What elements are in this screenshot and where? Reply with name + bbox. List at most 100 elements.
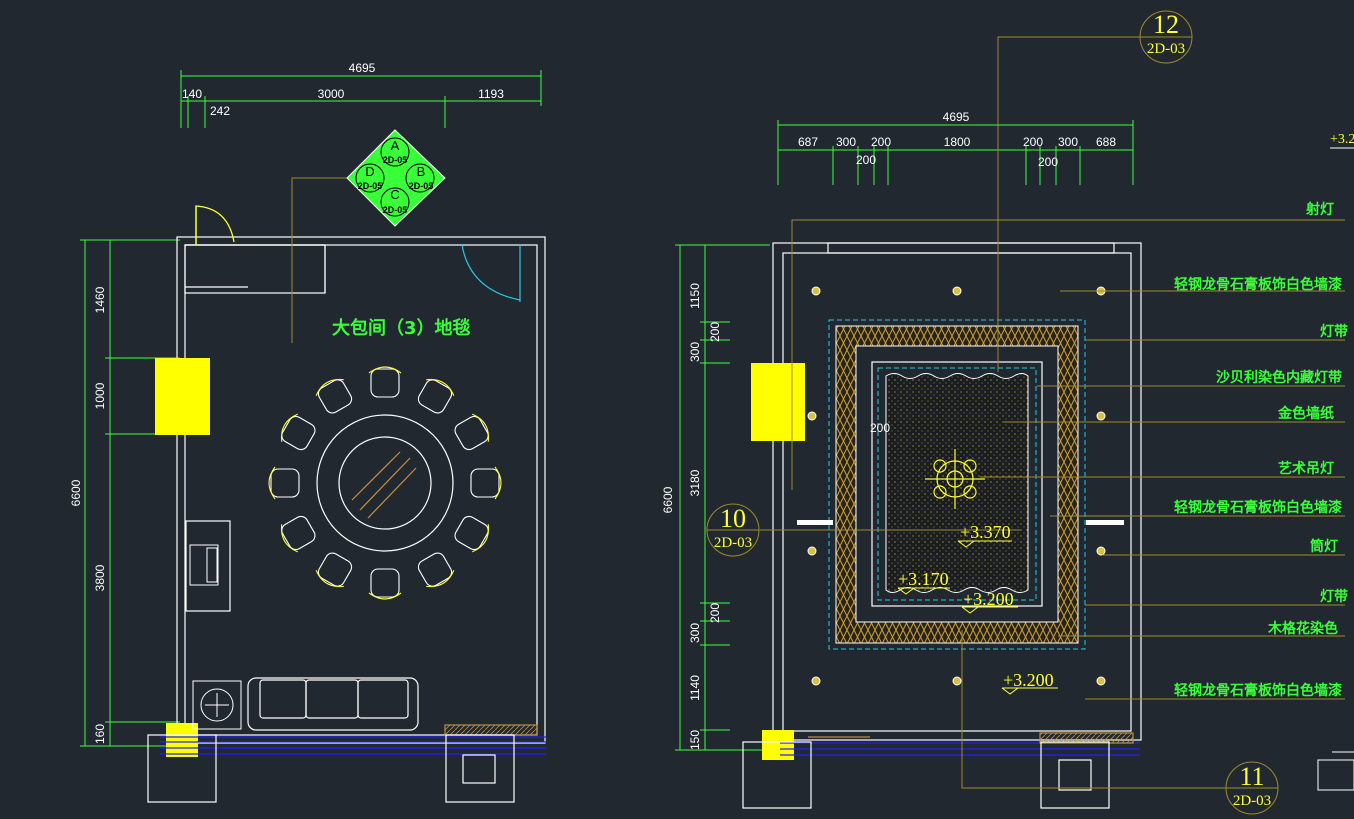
downlight-icon [1096, 411, 1106, 421]
plan-chairs [268, 366, 502, 600]
bubble-12-num: 12 [1153, 10, 1179, 39]
floor-plan [80, 70, 546, 803]
downlight-icon [1096, 546, 1106, 556]
index-d: D [365, 164, 374, 179]
plan-dim-4: 1193 [478, 87, 504, 101]
downlight-icon [807, 546, 817, 556]
plan-dim-2: 242 [210, 104, 230, 118]
ceiling-plan [675, 10, 1354, 815]
downlight-icon [952, 286, 962, 296]
plan-dim-left-4: 160 [93, 724, 107, 744]
plan-dim-1: 140 [182, 87, 202, 101]
chair [268, 466, 300, 500]
chair [417, 378, 455, 414]
ceiling-lightstrip-inner [877, 367, 1037, 601]
plan-dim-left-3: 3800 [93, 564, 107, 591]
index-ref-c: 2D-05 [383, 205, 408, 215]
ceiling-dim-left-5: 200 [708, 603, 722, 623]
ceiling-column [751, 363, 805, 441]
ceiling-dim-total: 4695 [943, 110, 970, 124]
plan-door-right [461, 244, 521, 301]
plan-dining-table [316, 414, 454, 552]
chair [315, 552, 353, 588]
ceiling-dim-left-8: 150 [688, 730, 702, 750]
ceiling-dim-left-7: 1140 [688, 675, 702, 701]
index-ref-a: 2D-05 [383, 155, 408, 165]
callout-lightstrip-1: 灯带 [1320, 323, 1348, 340]
index-c: C [390, 187, 399, 202]
ceiling-dim-left-6: 300 [688, 623, 702, 643]
ceiling-dim-7: 300 [1058, 135, 1078, 149]
callout-lightstrip-2: 灯带 [1320, 588, 1348, 605]
ceiling-dim-6: 200 [1023, 135, 1043, 149]
chair [315, 378, 353, 414]
ceiling-dim-4: 200 [856, 153, 876, 167]
downlight-icon [811, 676, 821, 686]
plan-sideboard [189, 544, 219, 586]
level-4: +3.200 [1003, 670, 1054, 690]
ceiling-window-band [742, 732, 1140, 809]
plan-dim-left-total: 6600 [69, 479, 83, 506]
room-label: 大包间（3）地毯 [332, 317, 471, 339]
callout-gypsum-3: 轻钢龙骨石膏板饰白色墙漆 [1174, 682, 1342, 699]
bubble-11-ref: 2D-03 [1233, 793, 1271, 809]
level-2: +3.170 [898, 569, 949, 589]
level-3: +3.200 [963, 589, 1014, 609]
plan-door-left [195, 205, 235, 245]
plan-walls [176, 236, 546, 744]
chair [280, 413, 316, 451]
level-edge: +3.2 [1330, 132, 1354, 147]
ceiling-dim-left-4: 3180 [688, 469, 702, 496]
ceiling-dim-5: 1800 [944, 135, 971, 149]
plan-dim-left-1: 1460 [93, 286, 107, 313]
ceiling-dim-left-1: 1150 [688, 283, 702, 309]
plan-dims-top [180, 70, 542, 128]
ceiling-dim-left-2: 200 [708, 322, 722, 342]
bubble-10-num: 10 [720, 504, 746, 533]
ceiling-dim-1: 687 [798, 135, 818, 149]
ceiling-dims-top [777, 120, 1134, 185]
ceiling-dim-3: 200 [871, 135, 891, 149]
level-1: +3.370 [960, 522, 1011, 542]
callout-wood-lattice: 木格花染色 [1267, 620, 1338, 637]
plan-dim-total: 4695 [349, 61, 376, 75]
chair [470, 466, 502, 500]
ceiling-dim-8: 688 [1096, 135, 1116, 149]
plan-window-band [147, 724, 546, 803]
callout-gypsum-1: 轻钢龙骨石膏板饰白色墙漆 [1174, 276, 1342, 293]
section-bubbles [706, 10, 1279, 815]
index-ref-b: 2D-05 [409, 181, 434, 191]
plan-dim-left-2: 1000 [93, 382, 107, 409]
chair [368, 568, 402, 600]
plan-dims-left [80, 239, 180, 747]
callout-spotlight: 射灯 [1305, 201, 1334, 218]
bubble-11-num: 11 [1239, 762, 1264, 791]
ceiling-lightstrip-outer [828, 319, 1086, 650]
plan-index-tag [346, 129, 446, 227]
ceiling-downlights [807, 286, 1106, 686]
plan-column [155, 358, 210, 435]
chair [417, 552, 455, 588]
chair [454, 413, 490, 451]
downlight-icon [1096, 676, 1106, 686]
callout-chandelier: 艺术吊灯 [1278, 460, 1334, 477]
level-markers [897, 540, 1058, 695]
plan-side-table [192, 680, 242, 730]
chair [454, 515, 490, 553]
callout-downlight: 筒灯 [1310, 538, 1338, 555]
ceiling-leaders [760, 36, 1345, 789]
ceiling-dim-9: 200 [1038, 155, 1058, 169]
ceiling-dim-left-3: 300 [688, 342, 702, 362]
index-ref-d: 2D-05 [358, 181, 383, 191]
plan-sofa [247, 677, 419, 731]
chair [280, 515, 316, 553]
ceiling-art-chandelier [925, 449, 985, 509]
downlight-icon [952, 676, 962, 686]
ceiling-dim-left-total: 6600 [661, 486, 675, 513]
plan-dim-3: 3000 [318, 87, 345, 101]
chair [368, 366, 402, 398]
callout-gold-wallpaper: 金色墙纸 [1277, 405, 1334, 422]
ceiling-gold-wallpaper [885, 373, 1029, 593]
ceiling-inner-dim: 200 [870, 421, 890, 435]
